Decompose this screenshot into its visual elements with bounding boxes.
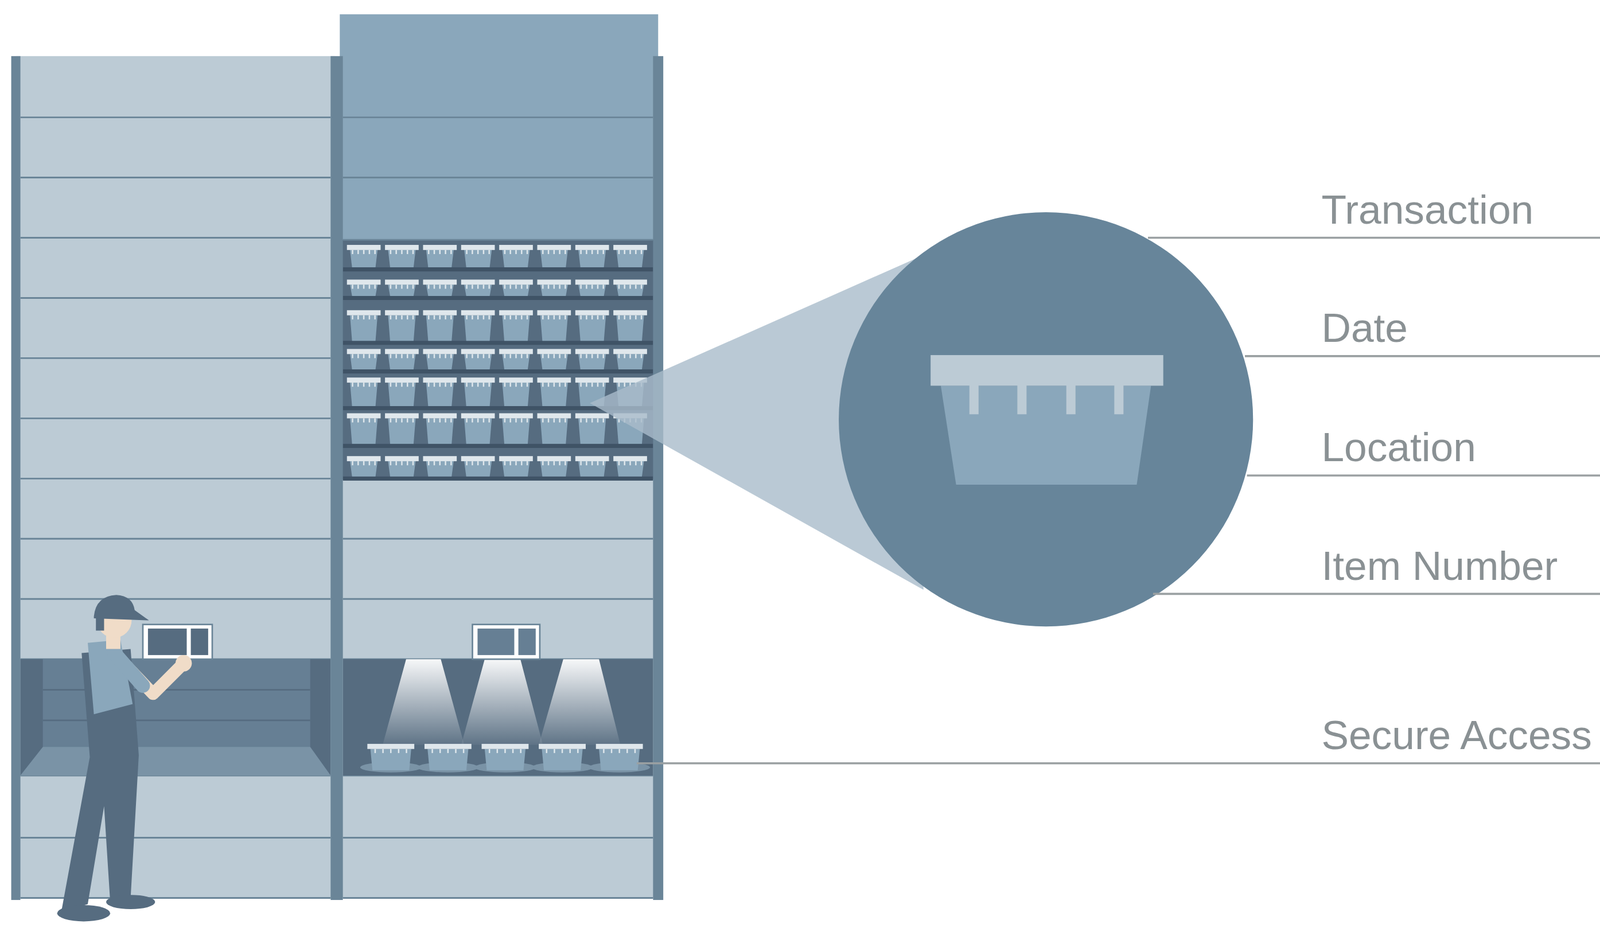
post [652,56,664,901]
callout-label: Item Number [1321,545,1558,587]
light-beam [461,659,543,745]
left-tower [16,56,335,899]
callout-label: Location [1321,426,1477,468]
tray-shelves [340,239,657,480]
tray-icon [930,355,1164,485]
control-panel [472,624,540,660]
tower-top [339,14,659,60]
callout-circle [838,212,1253,627]
post [330,56,343,901]
right-tower-upper [340,56,657,240]
light-beam [382,659,465,745]
callout-label: Secure Access [1321,714,1592,756]
right-tower-lower [340,479,657,898]
callout-label: Date [1321,307,1408,349]
opening-floor [20,746,332,776]
pick-trays [360,744,650,773]
post [11,56,21,901]
shelf-trays [343,244,654,481]
light-beam [538,659,621,745]
callout-label: Transaction [1321,189,1534,231]
right-opening [343,659,654,776]
leader-line [636,238,1600,764]
control-panel [142,624,213,660]
operator [57,594,193,922]
